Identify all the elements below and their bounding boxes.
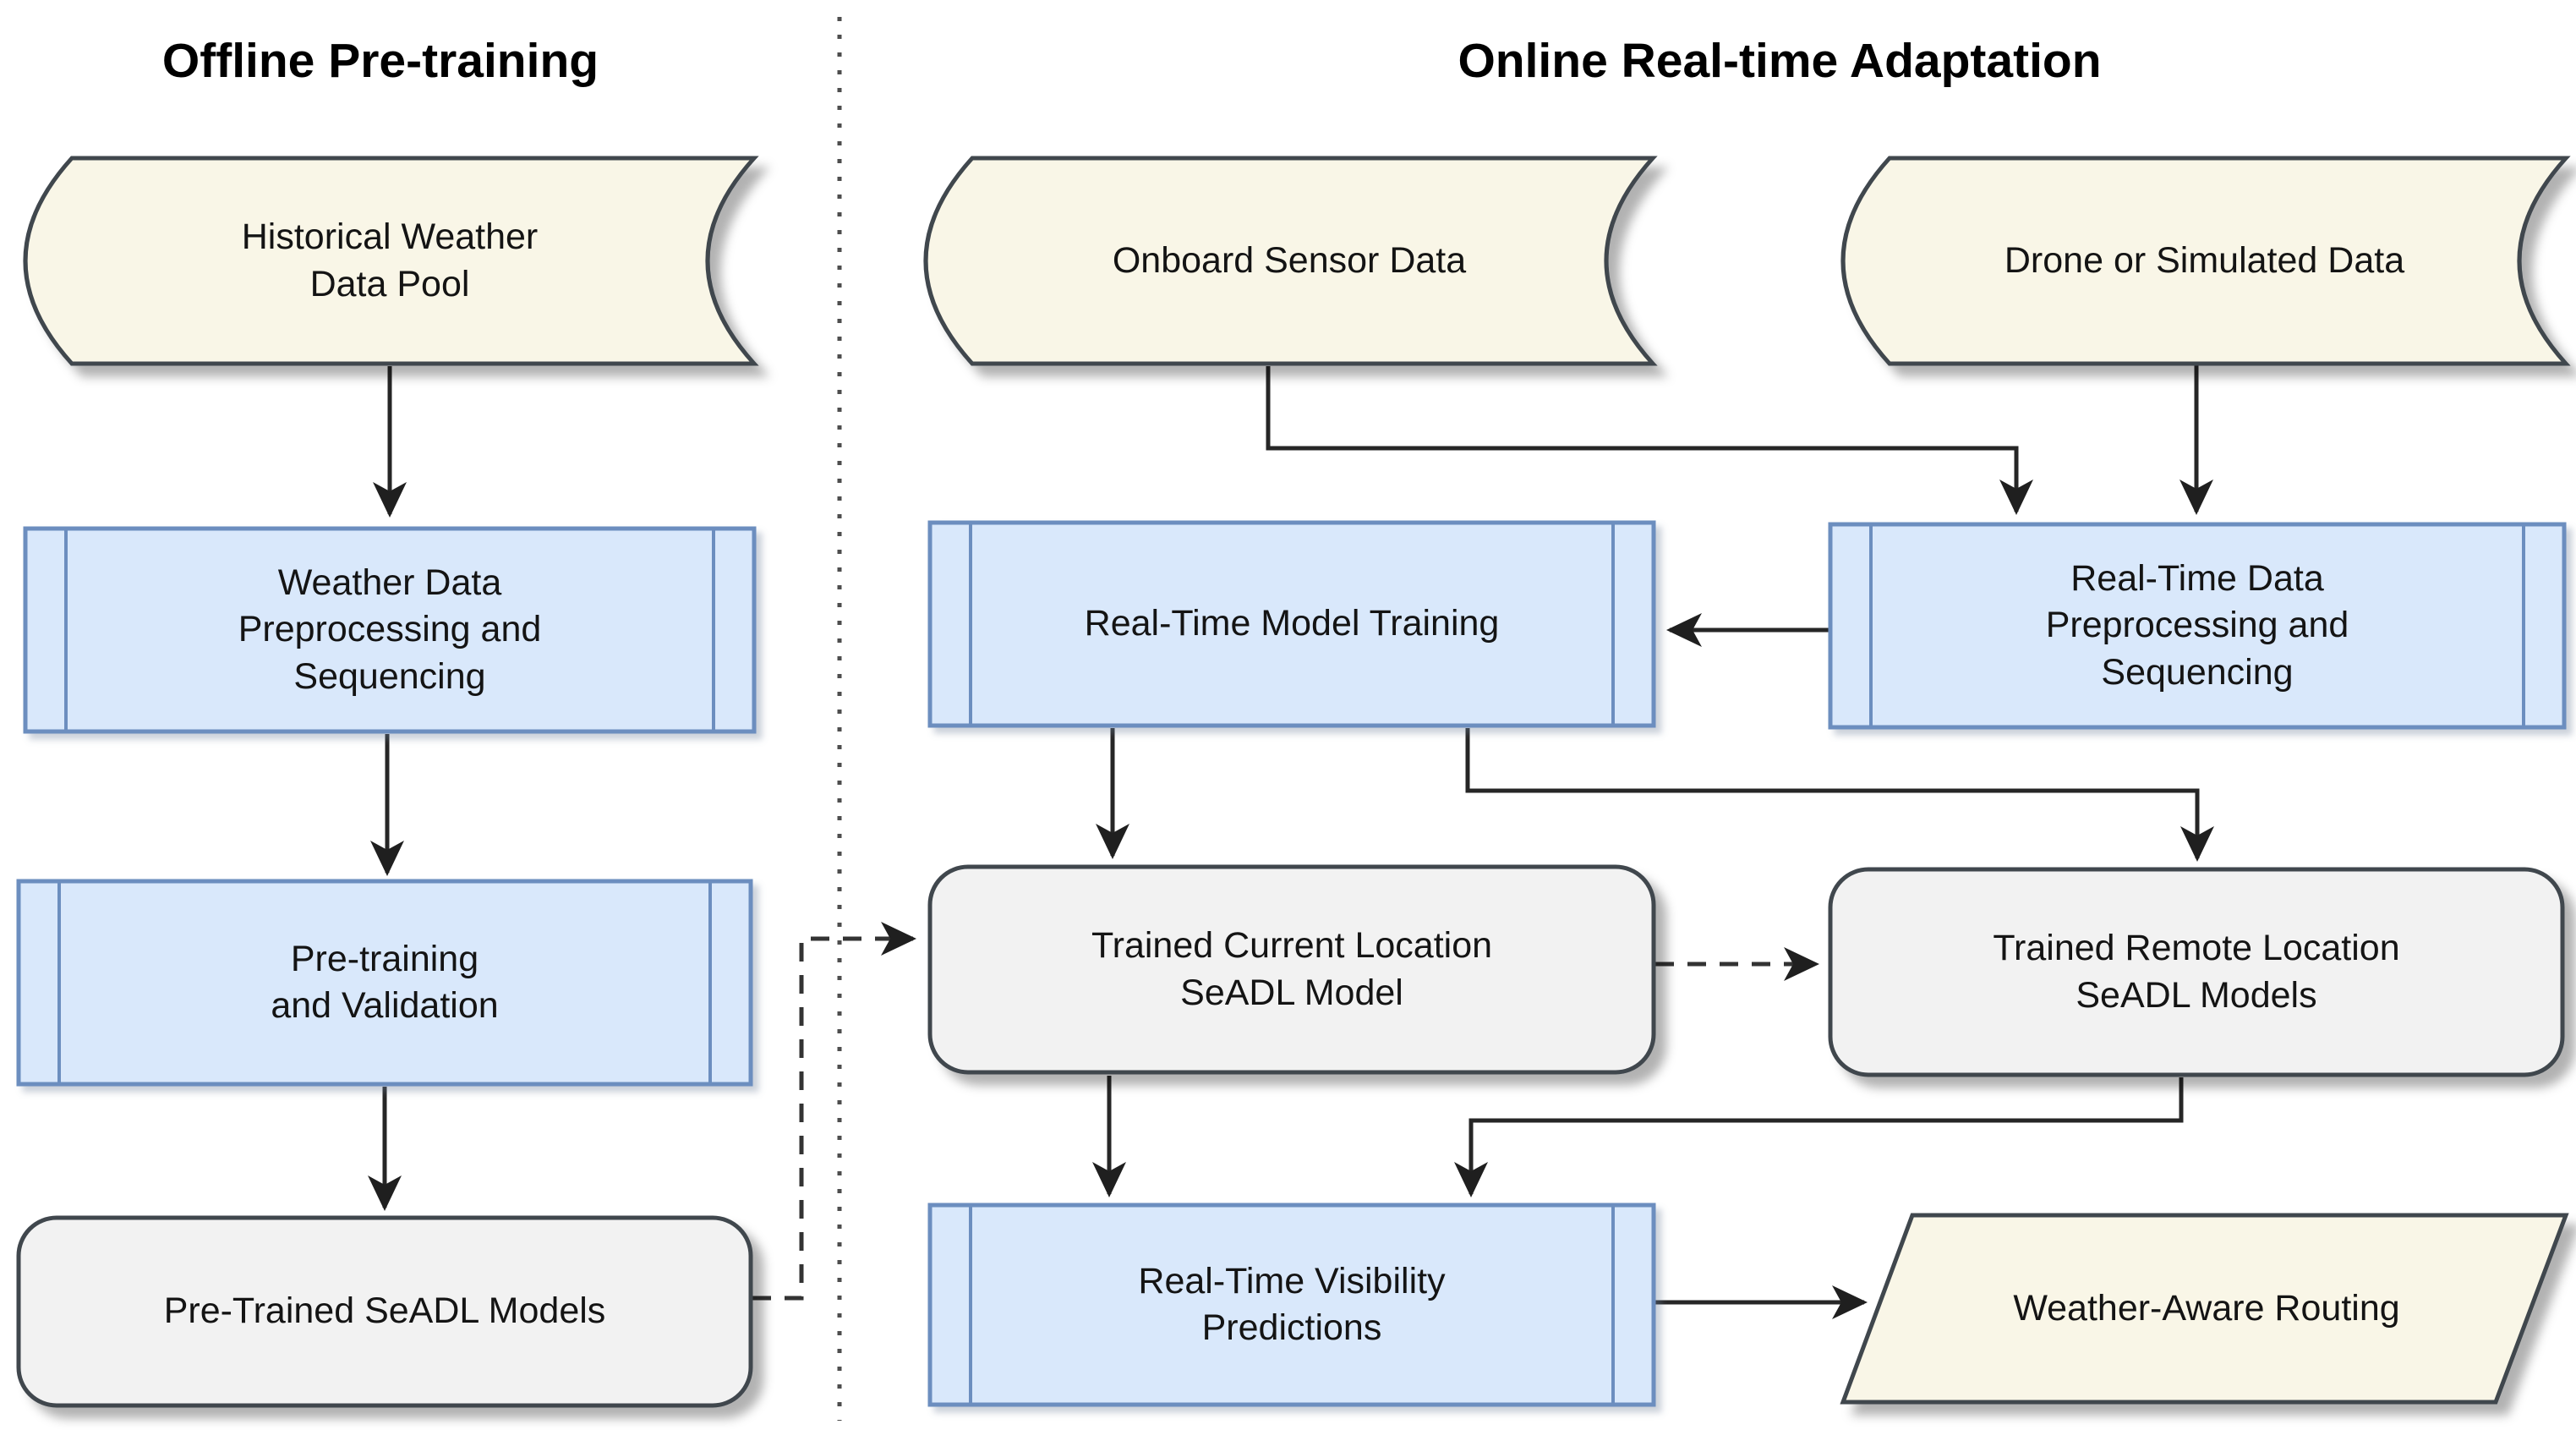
real-time-model-training-shape	[927, 520, 1656, 728]
edge-pretrained-models-to-trained-current-dashed	[752, 922, 916, 1301]
real-time-visibility-predictions-shape	[927, 1203, 1656, 1407]
node-label-weather-data-preprocessing: Weather Data Preprocessing and Sequencin…	[238, 562, 542, 697]
edge-trained-remote-to-rt-visibility	[1454, 1077, 2184, 1197]
pretraining-validation-shape	[16, 879, 753, 1087]
edge-onboard-to-rt-preproc	[1266, 366, 2033, 515]
node-label-real-time-visibility-predictions: Real-Time Visibility Predictions	[1138, 1260, 1446, 1348]
weather-aware-routing-shape	[1840, 1213, 2569, 1405]
node-label-drone-or-simulated-data: Drone or Simulated Data	[2004, 239, 2405, 281]
node-label-historical-weather-data-pool: Historical Weather Data Pool	[241, 216, 539, 304]
pretrained-seadl-models-shape	[16, 1215, 753, 1408]
trained-current-location-shape	[927, 864, 1656, 1075]
drone-or-simulated-data-shape	[1840, 156, 2571, 366]
online-section-title: Online Real-time Adaptation	[1458, 34, 2102, 88]
node-label-pretraining-validation: Pre-training and Validation	[271, 938, 499, 1026]
onboard-sensor-data-shape	[923, 156, 1658, 366]
offline-section-title: Offline Pre-training	[161, 34, 599, 88]
real-time-data-preprocessing-shape	[1828, 522, 2567, 730]
node-label-onboard-sensor-data: Onboard Sensor Data	[1112, 239, 1467, 281]
edge-rt-training-to-trained-remote	[1465, 728, 2214, 862]
node-label-weather-aware-routing: Weather-Aware Routing	[2013, 1287, 2400, 1329]
node-label-trained-remote-location: Trained Remote Location SeADL Models	[1993, 928, 2400, 1016]
node-label-trained-current-location: Trained Current Location SeADL Model	[1091, 925, 1493, 1013]
node-label-pretrained-seadl-models: Pre-Trained SeADL Models	[163, 1290, 606, 1332]
trained-remote-location-shape	[1828, 867, 2565, 1077]
weather-data-preprocessing-shape	[23, 526, 757, 734]
historical-weather-data-pool-shape	[23, 156, 759, 366]
node-label-real-time-data-preprocessing: Real-Time Data Preprocessing and Sequenc…	[2045, 558, 2349, 693]
node-label-real-time-model-training: Real-Time Model Training	[1084, 603, 1500, 644]
